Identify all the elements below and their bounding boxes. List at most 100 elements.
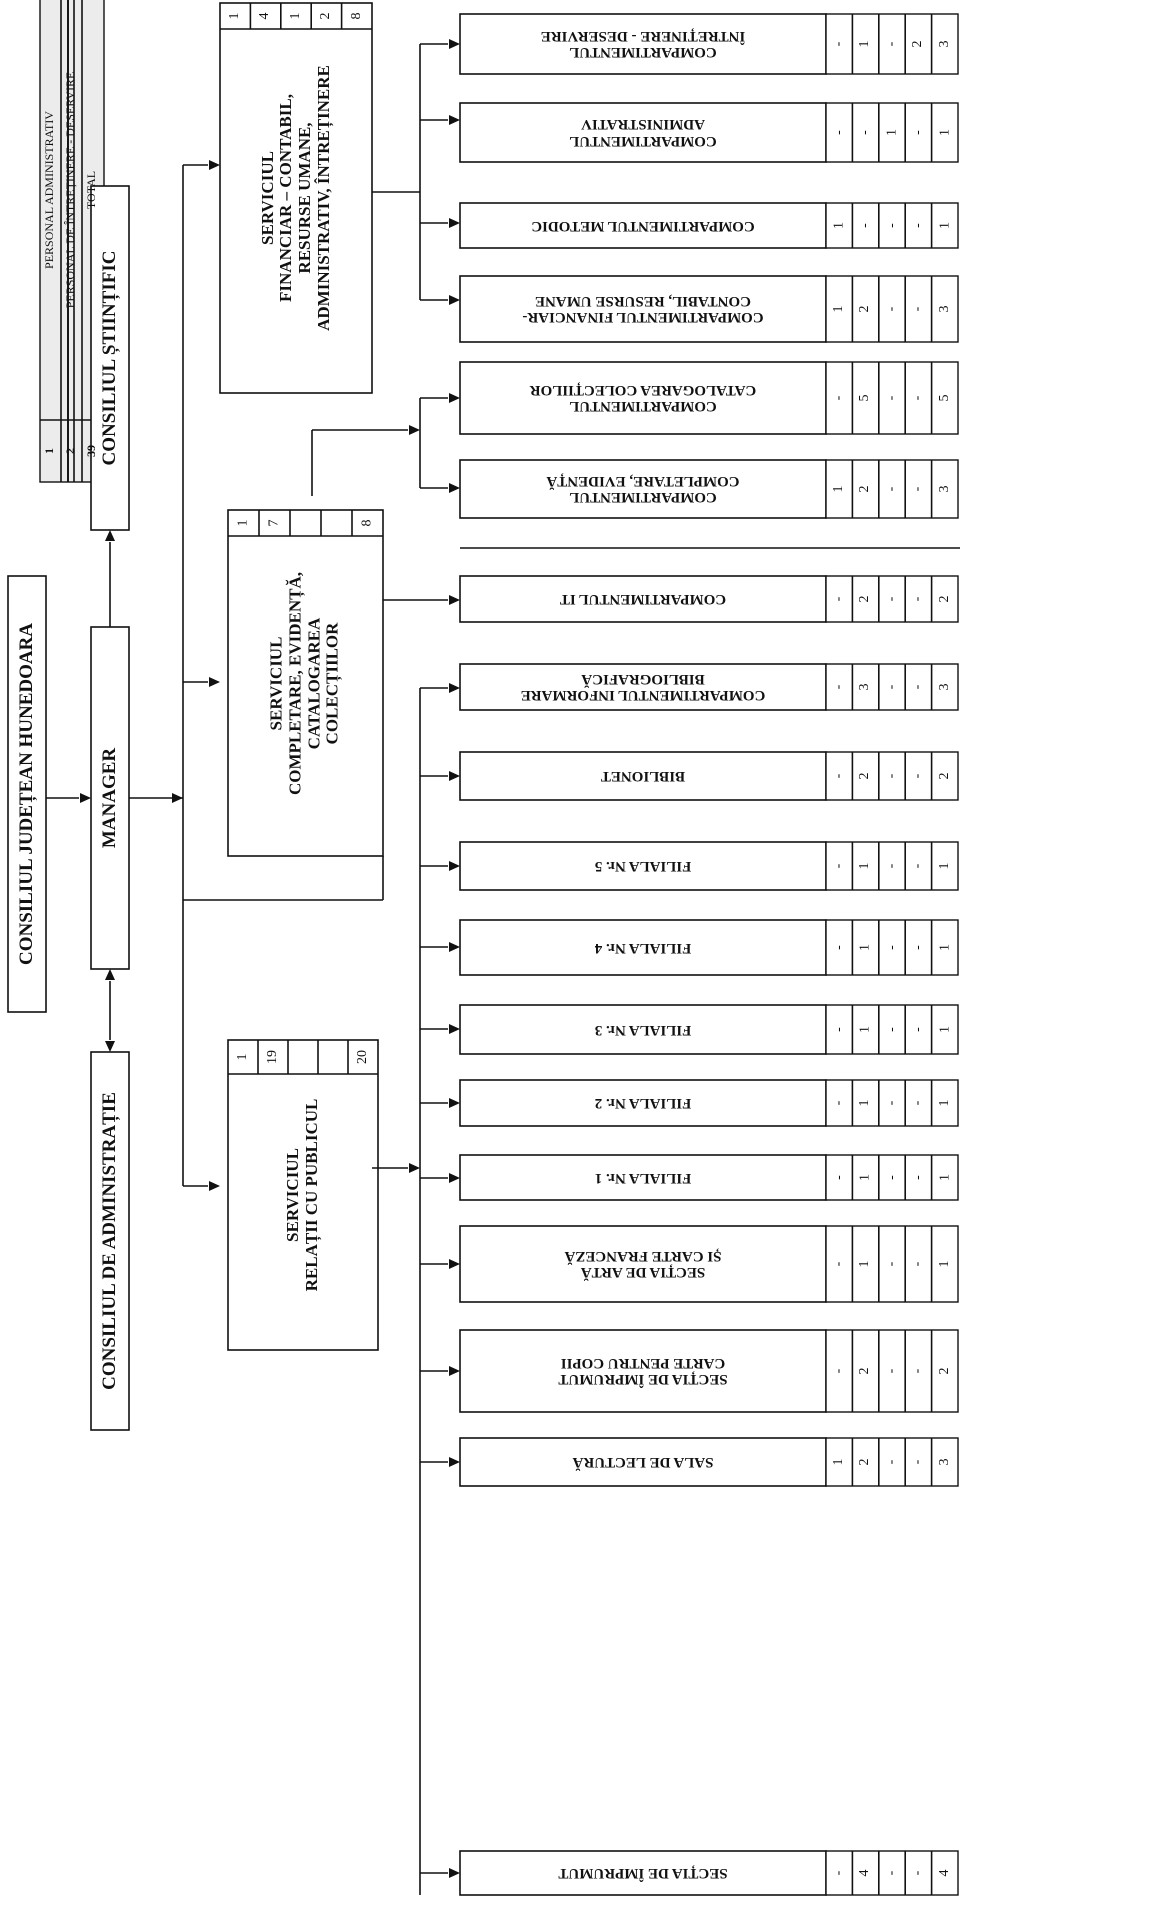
relatii-branch-arrow-5	[449, 1098, 460, 1108]
compartment-label-2: SECȚIA DE ÎMPRUMUT CARTE PENTRU COPII	[558, 1355, 728, 1388]
trunk-to-financiar-arrow	[209, 160, 220, 170]
compartment-label-7: FILIALA Nr. 4	[594, 939, 692, 956]
financiar-count-2: 1	[288, 12, 304, 20]
manager-label: MANAGER	[98, 747, 120, 849]
consiliul-judetean-label: CONSILIUL JUDEȚEAN HUNEDOARA	[15, 622, 37, 966]
manager-trunk-arrow	[172, 793, 183, 803]
compartment-label-6: FILIALA Nr. 3	[594, 1021, 692, 1038]
relatii-branch-arrow-7	[449, 942, 460, 952]
financiar-count-4: 8	[349, 12, 365, 20]
compartment-label-14: COMPARTIMENTUL FINANCIAR- CONTABIL, RESU…	[522, 293, 764, 326]
compartment-box-4	[459, 1154, 827, 1201]
financiar-count-0: 1	[227, 12, 243, 20]
financiar-count-1: 4	[257, 12, 273, 20]
completare-count-0: 1	[235, 519, 251, 527]
compartment-counts-3	[825, 1225, 959, 1303]
compartment-counts-4	[825, 1154, 959, 1201]
compartment-box-1	[459, 1437, 827, 1487]
service-box-financiar	[219, 2, 373, 394]
service-box-relatii	[227, 1039, 379, 1351]
service-label-relatii: SERVICIUL RELAȚII CU PUBLICUL	[283, 1098, 321, 1292]
compartment-11-count-4: 2	[937, 595, 953, 603]
compartment-box-14	[459, 275, 827, 343]
financiar-branch-arrow-3	[449, 295, 460, 305]
compartment-box-16	[459, 102, 827, 163]
compartment-0-count-4: 4	[937, 1869, 953, 1877]
compartment-box-9	[459, 751, 827, 801]
compartment-box-7	[459, 919, 827, 976]
trunk-to-completare-arrow	[209, 677, 220, 687]
consiliul-administratie-label: CONSILIUL DE ADMINISTRAȚIE	[98, 1092, 120, 1390]
relatii-branch-arrow-4	[449, 1173, 460, 1183]
manager-box	[90, 626, 130, 970]
compartment-counts-8	[825, 841, 959, 891]
compartment-box-11	[459, 575, 827, 623]
compartment-15-count-4: 1	[937, 222, 953, 230]
legend-row-label-1: PERSONAL DE ÎNTREȚINERE - DESERVIRE	[63, 71, 78, 309]
consiliul-administratie-box	[90, 1051, 130, 1431]
administratie-down-arrow	[105, 1041, 115, 1052]
compartment-box-15	[459, 202, 827, 249]
completare-bus-arrow	[409, 425, 420, 435]
financiar-branch-arrow-1	[449, 115, 460, 125]
compartment-label-1: SALA DE LECTURĂ	[572, 1454, 714, 1471]
compartment-13-count-4: 5	[937, 394, 953, 402]
relatii-count-2	[286, 1042, 320, 1072]
compartment-counts-14	[825, 275, 959, 343]
completare-count-3	[324, 508, 350, 539]
compartment-label-8: FILIALA Nr. 5	[594, 858, 692, 875]
relatii-branch-arrow-2	[449, 1366, 460, 1376]
trunk-to-relatii-arrow	[209, 1181, 220, 1191]
compartment-label-5: FILIALA Nr. 2	[594, 1095, 692, 1112]
service-box-completare	[227, 509, 384, 857]
compartment-label-11: COMPARTIMENTUL IT	[559, 591, 727, 608]
relatii-branch-arrow-1	[449, 1457, 460, 1467]
relatii-branch-arrow-9	[449, 771, 460, 781]
compartment-14-count-4: 3	[937, 305, 953, 313]
relatii-branch-arrow-3	[449, 1259, 460, 1269]
relatii-count-3	[316, 1042, 350, 1072]
consiliul-judetean-box	[7, 575, 47, 1013]
financiar-branch-arrow-0	[449, 39, 460, 49]
legend-row-label-0: PERSONAL ADMINISTRATIV	[42, 111, 57, 269]
compartment-counts-12	[825, 459, 959, 519]
compartment-counts-5	[825, 1079, 959, 1127]
relatii-bus-arrow	[409, 1163, 420, 1173]
legend-row-value-0: 1	[42, 448, 57, 454]
manager-to-stiintific-arrow	[105, 530, 115, 541]
compartment-label-13: COMPARTIMENTUL CATALOGAREA COLECȚIILOR	[529, 382, 757, 415]
compartment-3-count-4: 1	[937, 1260, 953, 1268]
compartment-counts-9	[825, 751, 959, 801]
relatii-branch-arrow-0	[449, 1868, 460, 1878]
administratie-up-arrow	[105, 969, 115, 980]
compartment-label-9: BIBLIONET	[600, 768, 686, 785]
compartment-box-8	[459, 841, 827, 891]
compartment-counts-13	[825, 361, 959, 435]
compartment-box-13	[459, 361, 827, 435]
compartment-box-12	[459, 459, 827, 519]
compartment-5-count-4: 1	[937, 1099, 953, 1107]
completare-count-2	[293, 508, 319, 539]
compartment-9-count-4: 2	[937, 772, 953, 780]
compartment-counts-0	[825, 1850, 959, 1896]
compartment-label-17: COMPARTIMENTUL ÎNTREȚINERE - DESERVIRE	[540, 28, 746, 61]
compartment-label-0: SECȚIA DE ÎMPRUMUT	[558, 1865, 728, 1882]
completare-count-1: 7	[266, 519, 282, 527]
consiliul-stiintific-box	[90, 185, 130, 531]
completare-to-it-arrow	[449, 595, 460, 605]
compartment-box-5	[459, 1079, 827, 1127]
compartment-label-15: COMPARTIMENTUL METODIC	[531, 217, 755, 234]
financiar-branch-arrow-2	[449, 218, 460, 228]
compartment-counts-10	[825, 663, 959, 711]
compartment-counts-2	[825, 1329, 959, 1413]
service-label-completare: SERVICIUL COMPLETARE, EVIDENȚĂ, CATALOGA…	[266, 571, 342, 795]
compartment-10-count-4: 3	[937, 683, 953, 691]
relatii-branch-arrow-10	[449, 683, 460, 693]
compartment-label-4: FILIALA Nr. 1	[594, 1169, 692, 1186]
compartment-counts-6	[825, 1004, 959, 1055]
service-label-financiar: SERVICIUL FINANCIAR – CONTABIL, RESURSE …	[257, 65, 333, 331]
relatii-count-4: 20	[355, 1050, 371, 1064]
compartment-17-count-4: 3	[937, 40, 953, 48]
